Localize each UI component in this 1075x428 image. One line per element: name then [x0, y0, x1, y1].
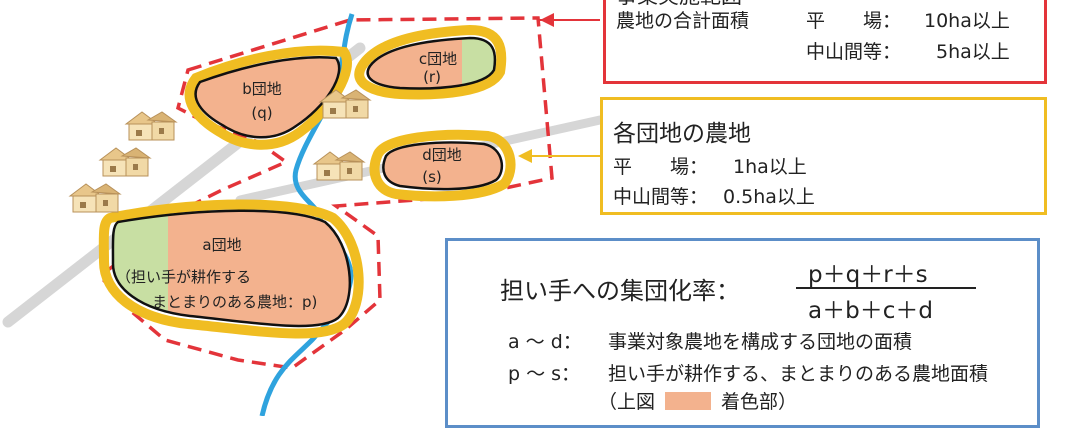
- each-arrowhead: [518, 149, 532, 163]
- house-icon: [98, 147, 152, 177]
- note-close: 着色部）: [721, 391, 798, 413]
- each-title: 各団地の農地: [613, 121, 751, 147]
- each-flat-label: 平 場：: [613, 156, 709, 178]
- scope-total-area-label: 農地の合計面積: [616, 10, 750, 32]
- scope-hilly-value: 5ha以上: [936, 41, 1010, 63]
- house-icon: [318, 89, 372, 119]
- parcel-requirement-box: 各団地の農地 平 場： 1ha以上 中山間等： 0.5ha以上: [600, 97, 1047, 215]
- def-a-d-text: 事業対象農地を構成する団地の面積: [608, 331, 913, 353]
- each-hilly-value: 0.5ha以上: [723, 186, 815, 208]
- def-p-s-text: 担い手が耕作する、まとまりのある農地面積: [608, 363, 989, 385]
- parcel-b: b団地 (q): [184, 45, 352, 150]
- parcel-b-label: b団地: [242, 80, 282, 98]
- each-hilly-label: 中山間等：: [613, 186, 709, 208]
- project-scope-outline: [97, 16, 554, 370]
- consolidation-formula-box: 担い手への集団化率： p＋q＋r＋s a＋b＋c＋d a ～ d： 事業対象農地…: [445, 238, 1040, 428]
- note-open: （上図: [598, 391, 656, 413]
- parcel-c-note: (r): [423, 68, 441, 86]
- scope-title: 事業実施範囲: [616, 0, 742, 10]
- scope-flat-value: 10ha以上: [924, 10, 1010, 32]
- fraction-bar: [796, 287, 976, 289]
- scope-arrowhead: [540, 13, 554, 27]
- formula-denominator: a＋b＋c＋d: [808, 298, 933, 324]
- project-scope-box: 事業実施範囲 農地の合計面積 平 場： 10ha以上 中山間等： 5ha以上: [603, 0, 1047, 84]
- parcel-b-note: (q): [251, 104, 272, 122]
- parcel-d: d団地 (s): [369, 129, 516, 202]
- house-icon: [68, 183, 122, 213]
- parcel-d-note: (s): [422, 168, 442, 186]
- each-flat-value: 1ha以上: [733, 156, 807, 178]
- parcel-d-label: d団地: [422, 146, 462, 164]
- colored-swatch: [665, 392, 712, 410]
- scope-hilly-label: 中山間等：: [806, 41, 902, 63]
- parcel-a: a団地 （担い手が耕作する まとまりのある農地：p): [98, 199, 364, 339]
- farmland-diagram: a団地 （担い手が耕作する まとまりのある農地：p) b団地 (q) c団地 (…: [2, 13, 605, 416]
- formula-label: 担い手への集団化率：: [500, 277, 740, 305]
- house-icon: [312, 151, 366, 181]
- house-icon: [124, 111, 178, 141]
- scope-flat-label: 平 場：: [806, 10, 902, 32]
- parcel-a-note-2: まとまりのある農地：p): [152, 293, 317, 311]
- parcel-a-note-1: （担い手が耕作する: [116, 268, 251, 286]
- def-p-s-key: p ～ s：: [508, 363, 581, 385]
- formula-numerator: p＋q＋r＋s: [808, 262, 928, 288]
- colored-part-note: （上図 着色部）: [598, 387, 797, 414]
- parcel-a-label: a団地: [202, 236, 241, 254]
- parcel-c-label: c団地: [419, 50, 457, 68]
- def-a-d-key: a ～ d：: [508, 331, 582, 353]
- parcel-c: c団地 (r): [354, 24, 507, 100]
